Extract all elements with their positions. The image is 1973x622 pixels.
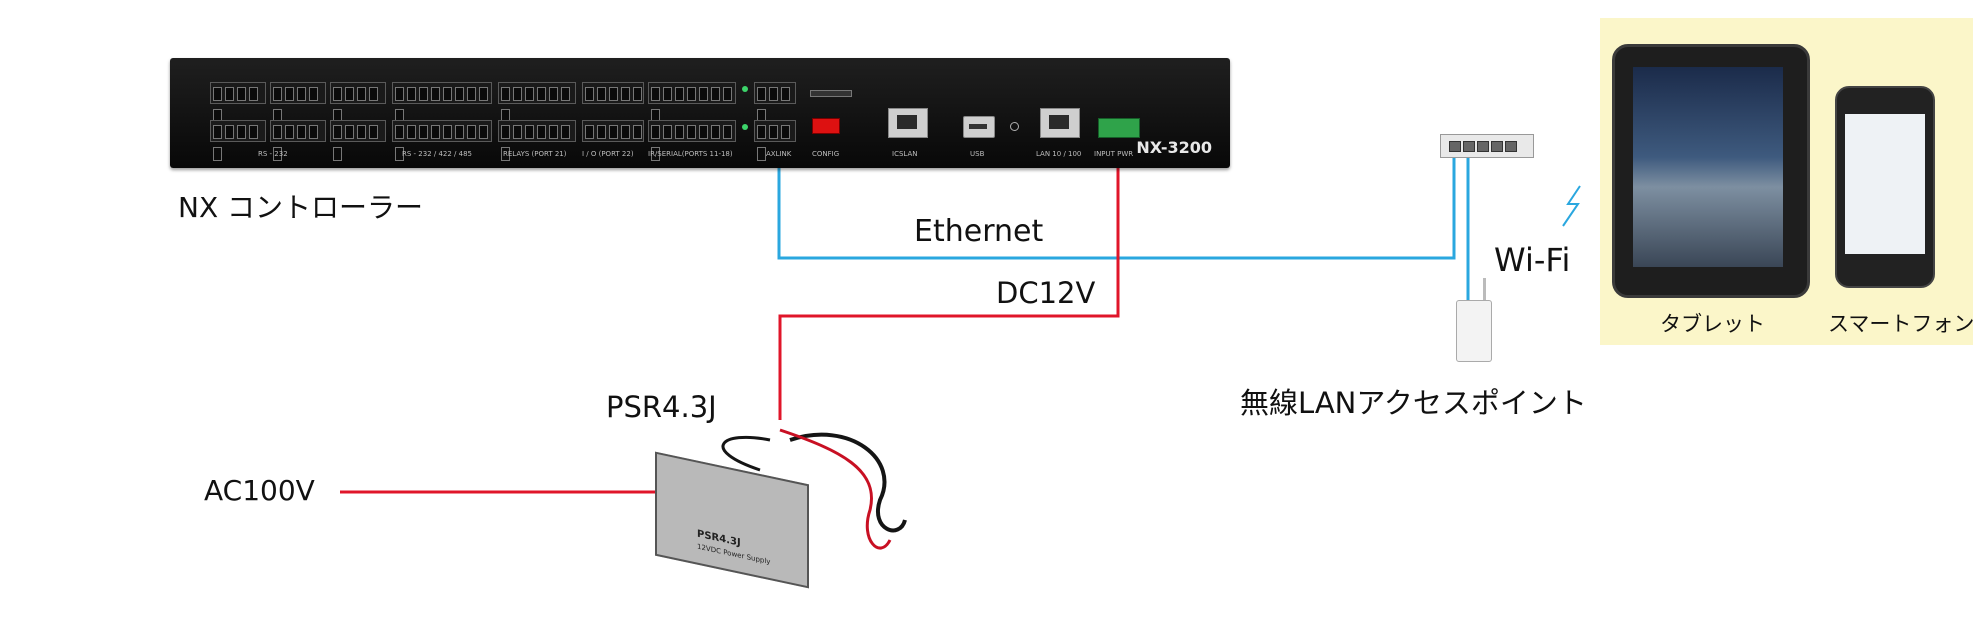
terminal-block xyxy=(210,82,266,123)
sd-card-slot xyxy=(810,90,852,97)
icslan-port xyxy=(888,108,928,138)
port-label: LAN 10 / 100 xyxy=(1036,150,1082,158)
smartphone-screen xyxy=(1845,114,1925,254)
terminal-block xyxy=(270,82,326,123)
terminal-block xyxy=(582,120,644,142)
terminal-block xyxy=(754,82,796,123)
terminal-block xyxy=(392,82,492,123)
terminal-block xyxy=(330,120,386,161)
terminal-block xyxy=(648,82,736,123)
controller-model-label: NX-3200 xyxy=(1136,138,1212,157)
tablet-screen xyxy=(1633,67,1783,267)
ac100v-label: AC100V xyxy=(204,474,315,507)
config-dip-switch xyxy=(812,118,840,134)
terminal-block xyxy=(210,120,266,161)
port-label: I / O (PORT 22) xyxy=(582,150,634,158)
terminal-block xyxy=(498,82,576,123)
smartphone-label: スマートフォン xyxy=(1828,312,1973,336)
tablet-device xyxy=(1612,44,1810,298)
port-label: RS - 232 / 422 / 485 xyxy=(402,150,472,158)
tablet-label: タブレット xyxy=(1660,312,1765,336)
dc-power-cable xyxy=(778,150,1120,420)
access-point-label: 無線LANアクセスポイント xyxy=(1240,386,1587,420)
network-switch xyxy=(1440,134,1534,158)
port-label: USB xyxy=(970,150,985,158)
port-label: IR/SERIAL(PORTS 11-18) xyxy=(648,150,733,158)
reset-button xyxy=(1010,122,1019,131)
port-label: AXLINK xyxy=(766,150,792,158)
terminal-block xyxy=(582,82,644,104)
wireless-icon xyxy=(1562,185,1581,227)
status-led xyxy=(742,86,748,92)
terminal-block xyxy=(754,120,796,161)
controller-label: NX コントローラー xyxy=(178,191,424,224)
terminal-block xyxy=(648,120,736,161)
wireless-router xyxy=(1456,300,1492,362)
port-label: RS - 232 xyxy=(258,150,288,158)
psu-label: PSR4.3J xyxy=(606,390,717,424)
status-led xyxy=(742,124,748,130)
nx-controller-device: RS - 232 RS - 232 / 422 / 485 RELAYS (PO… xyxy=(170,58,1230,168)
terminal-block xyxy=(270,120,326,161)
router-antenna xyxy=(1483,278,1486,304)
ethernet-label: Ethernet xyxy=(914,214,1044,249)
port-label: CONFIG xyxy=(812,150,840,158)
wifi-label: Wi-Fi xyxy=(1494,241,1571,279)
terminal-block xyxy=(498,120,576,161)
port-label: RELAYS (PORT 21) xyxy=(503,150,567,158)
port-label: ICSLAN xyxy=(892,150,918,158)
terminal-block xyxy=(392,120,492,161)
port-label: INPUT PWR xyxy=(1094,150,1134,158)
smartphone-device xyxy=(1835,86,1935,288)
power-input-terminal xyxy=(1098,118,1140,138)
usb-port xyxy=(963,116,995,138)
lan-port xyxy=(1040,108,1080,138)
terminal-block xyxy=(330,82,386,123)
dc12v-label: DC12V xyxy=(996,276,1096,310)
